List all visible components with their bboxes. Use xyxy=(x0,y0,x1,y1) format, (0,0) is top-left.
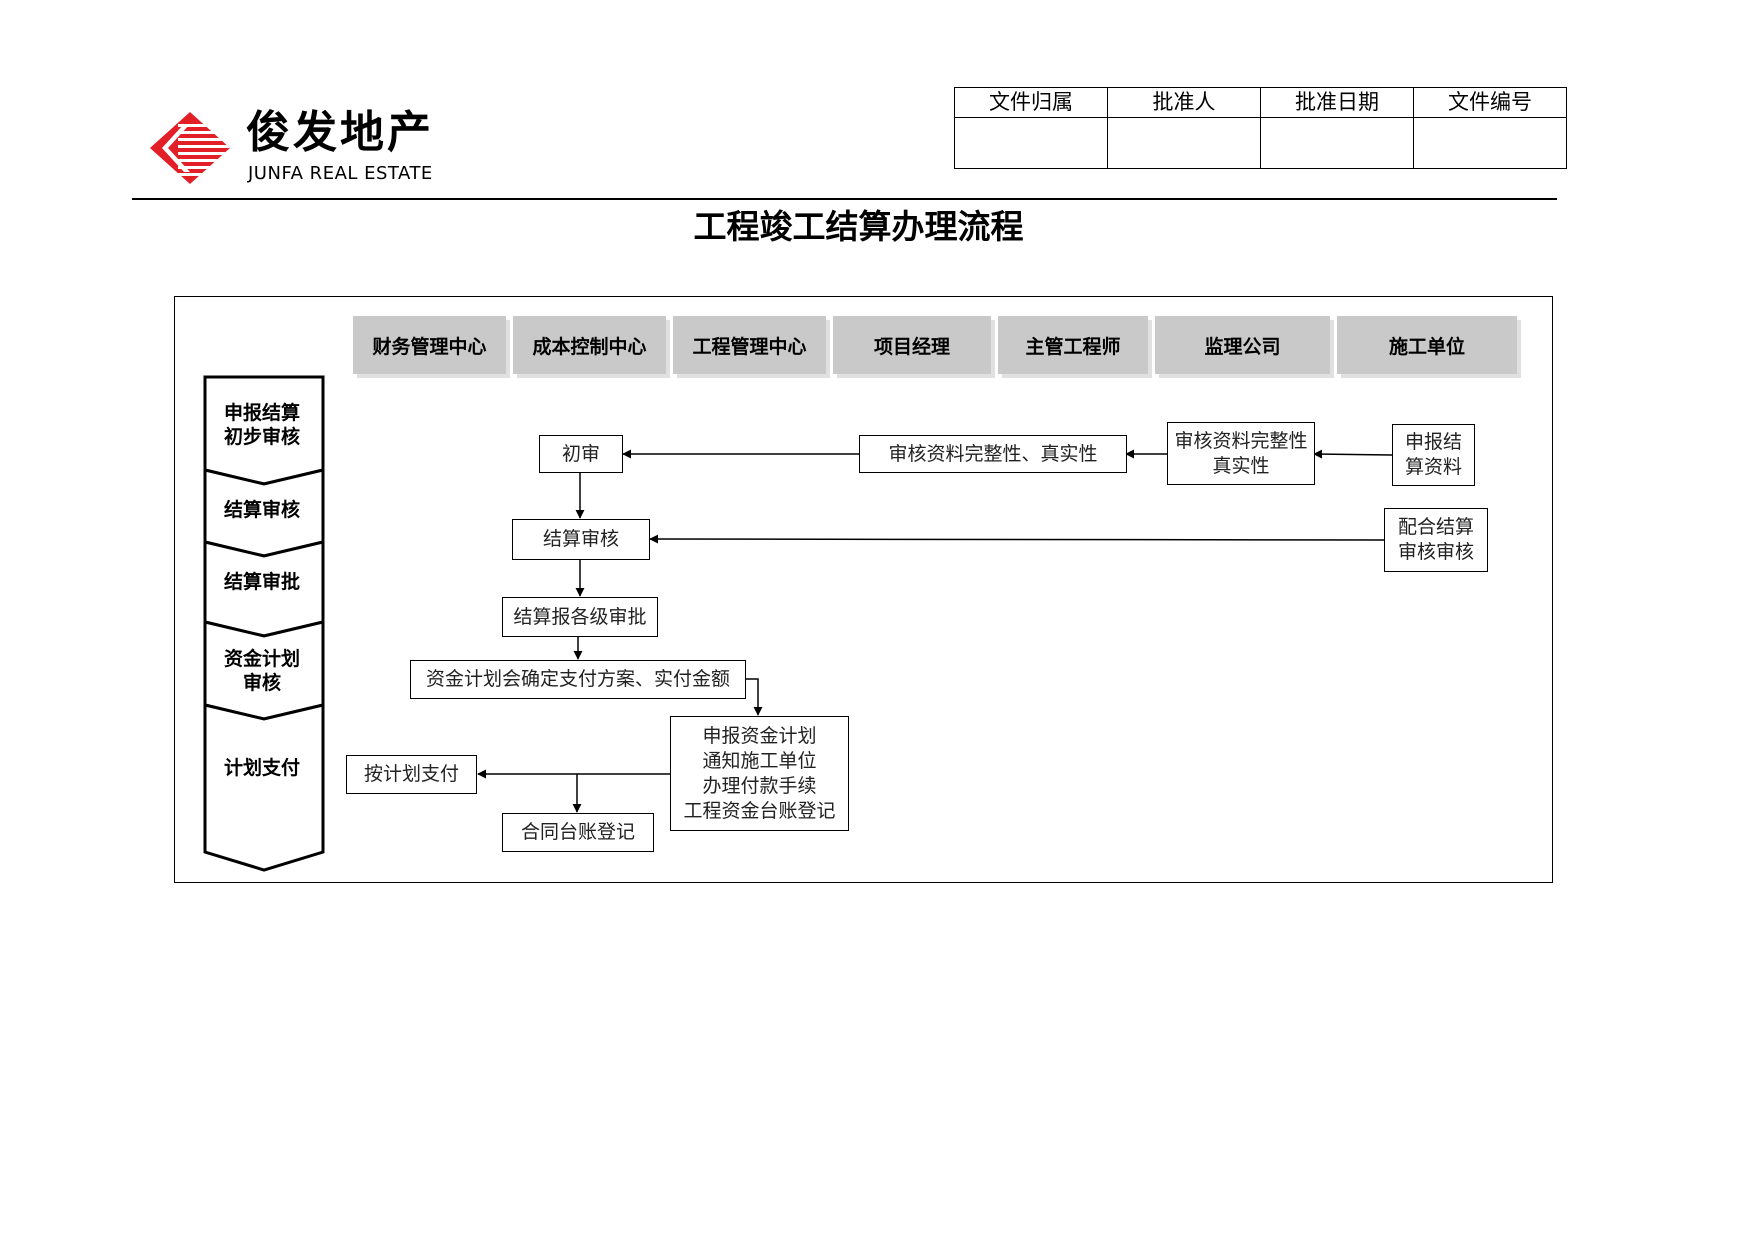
dept-supervision-company: 监理公司 xyxy=(1155,316,1330,374)
arrow-submit-to-review2 xyxy=(1313,449,1393,459)
dept-project-manager: 项目经理 xyxy=(833,316,991,374)
node-review-integrity-1: 审核资料完整性、真实性 xyxy=(859,435,1127,473)
stage-label-settlement-review: 结算审核 xyxy=(223,499,300,521)
stage-label-settlement-approval: 结算审批 xyxy=(223,571,300,593)
dept-finance-center: 财务管理中心 xyxy=(353,316,506,374)
arrow-cooperate-to-settlement xyxy=(649,534,1385,544)
node-chushen: 初审 xyxy=(539,435,623,473)
dept-chief-engineer: 主管工程师 xyxy=(998,316,1148,374)
doc-value-ownership xyxy=(954,117,1108,169)
stage-label-submit-initial: 申报结算 初步审核 xyxy=(223,402,300,448)
doc-value-approver xyxy=(1107,117,1261,169)
doc-header-approval-date: 批准日期 xyxy=(1260,87,1414,118)
node-review-integrity-2: 审核资料完整性 真实性 xyxy=(1167,422,1315,485)
doc-header-ownership: 文件归属 xyxy=(954,87,1108,118)
doc-header-doc-number: 文件编号 xyxy=(1413,87,1567,118)
header-divider xyxy=(132,198,1557,200)
doc-value-approval-date xyxy=(1260,117,1414,169)
dept-engineering-center: 工程管理中心 xyxy=(673,316,826,374)
stage-shape-5 xyxy=(203,703,325,872)
node-fund-plan-meeting: 资金计划会确定支付方案、实付金额 xyxy=(410,660,746,699)
logo-name-cn: 俊发地产 xyxy=(246,107,434,158)
dept-contractor: 施工单位 xyxy=(1337,316,1517,374)
node-declare-fund-plan: 申报资金计划 通知施工单位 办理付款手续 工程资金台账登记 xyxy=(670,716,849,831)
arrow-fundplan-to-declare xyxy=(745,678,763,716)
node-settlement-review: 结算审核 xyxy=(512,519,650,560)
dept-cost-control-center: 成本控制中心 xyxy=(513,316,666,374)
stage-label-planned-payment: 计划支付 xyxy=(223,757,300,779)
node-pay-by-plan: 按计划支付 xyxy=(346,755,477,794)
node-report-approval: 结算报各级审批 xyxy=(502,597,658,637)
page-title: 工程竣工结算办理流程 xyxy=(693,207,1024,246)
flowchart-frame xyxy=(174,296,1553,883)
node-cooperate-review: 配合结算 审核审核 xyxy=(1384,508,1488,572)
doc-value-doc-number xyxy=(1413,117,1567,169)
node-submit-settlement: 申报结 算资料 xyxy=(1392,424,1475,486)
node-contract-ledger: 合同台账登记 xyxy=(502,813,654,852)
document-info-table: 文件归属 批准人 批准日期 文件编号 xyxy=(954,87,1567,169)
stage-label-fund-plan-review: 资金计划 审核 xyxy=(223,648,300,694)
stage-chevrons xyxy=(203,375,325,872)
junfa-logo-icon xyxy=(150,112,230,184)
logo-name-en: JUNFA REAL ESTATE xyxy=(248,163,433,184)
